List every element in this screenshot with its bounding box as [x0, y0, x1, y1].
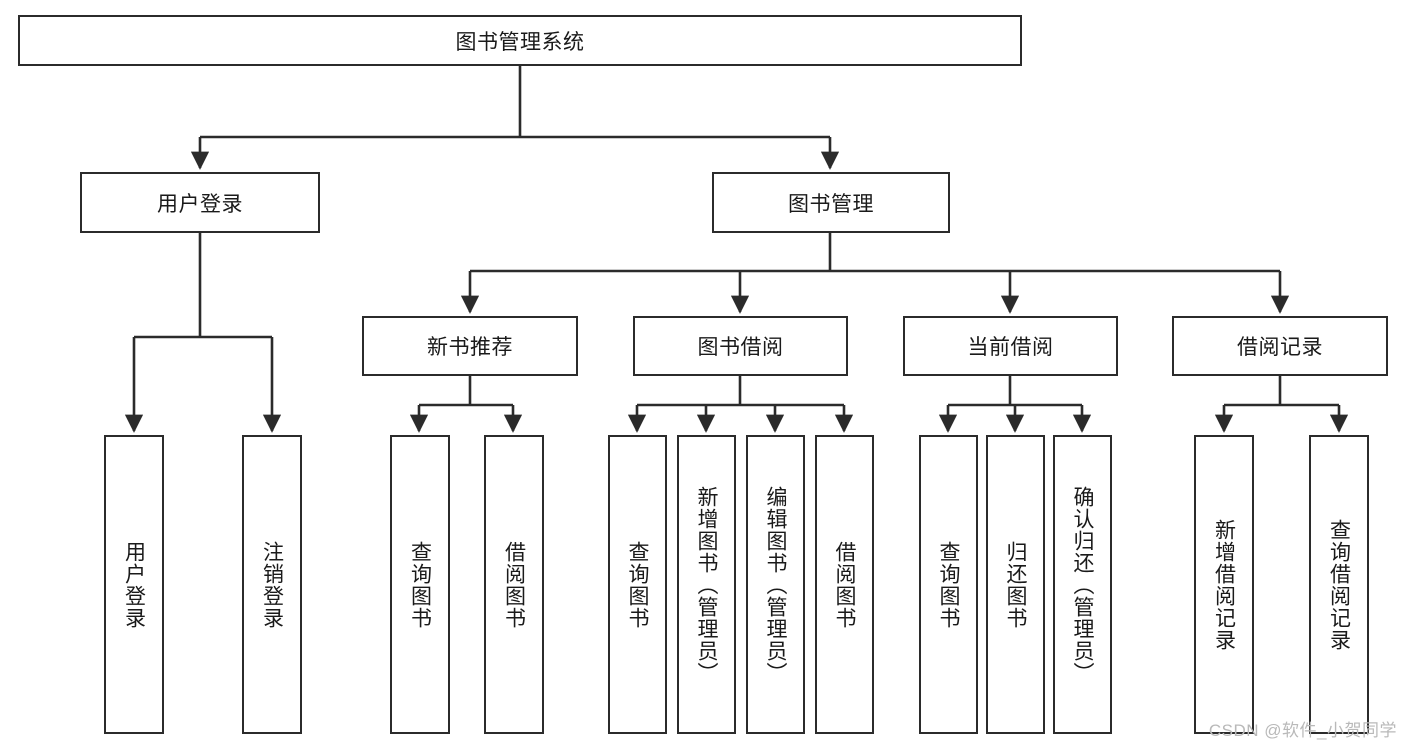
node-leaf-borrow-book-1-label: 借阅图书: [502, 540, 526, 629]
node-leaf-return-book-label: 归还图书: [1004, 540, 1027, 629]
node-current-borrow-label: 当前借阅: [967, 336, 1054, 359]
node-leaf-add-book-label: 新增图书（管理员）: [695, 485, 718, 684]
node-book-manage-label: 图书管理: [788, 192, 874, 216]
watermark: CSDN @软件_小贺同学: [1208, 721, 1397, 740]
node-leaf-query-book-1-label: 查询图书: [408, 540, 432, 629]
node-leaf-user-login-label: 用户登录: [122, 540, 146, 629]
node-leaf-query-book-2[interactable]: 查询图书: [608, 435, 667, 734]
node-leaf-edit-book[interactable]: 编辑图书（管理员）: [746, 435, 805, 734]
node-leaf-query-book-3[interactable]: 查询图书: [919, 435, 978, 734]
node-leaf-query-book-2-label: 查询图书: [626, 540, 649, 629]
node-new-book-recommend[interactable]: 新书推荐: [362, 316, 578, 376]
node-leaf-add-record-label: 新增借阅记录: [1212, 518, 1236, 651]
node-leaf-query-record-label: 查询借阅记录: [1327, 518, 1351, 651]
node-book-borrow[interactable]: 图书借阅: [633, 316, 848, 376]
node-root-label: 图书管理系统: [455, 30, 585, 54]
node-leaf-query-book-3-label: 查询图书: [937, 540, 960, 629]
node-borrow-record-label: 借阅记录: [1237, 336, 1323, 359]
node-leaf-user-logout-label: 注销登录: [260, 540, 284, 629]
node-leaf-borrow-book-2[interactable]: 借阅图书: [815, 435, 874, 734]
node-leaf-add-book[interactable]: 新增图书（管理员）: [677, 435, 736, 734]
node-leaf-borrow-book-2-label: 借阅图书: [833, 540, 856, 629]
node-leaf-query-book-1[interactable]: 查询图书: [390, 435, 450, 734]
node-leaf-confirm-return[interactable]: 确认归还（管理员）: [1053, 435, 1112, 734]
node-root[interactable]: 图书管理系统: [18, 15, 1022, 66]
node-leaf-borrow-book-1[interactable]: 借阅图书: [484, 435, 544, 734]
node-borrow-record[interactable]: 借阅记录: [1172, 316, 1388, 376]
node-leaf-query-record[interactable]: 查询借阅记录: [1309, 435, 1369, 734]
node-book-manage[interactable]: 图书管理: [712, 172, 950, 233]
node-new-book-recommend-label: 新书推荐: [427, 336, 513, 359]
node-user-login-label: 用户登录: [157, 192, 243, 216]
node-leaf-add-record[interactable]: 新增借阅记录: [1194, 435, 1254, 734]
node-leaf-user-logout[interactable]: 注销登录: [242, 435, 302, 734]
node-leaf-edit-book-label: 编辑图书（管理员）: [764, 485, 787, 684]
node-book-borrow-label: 图书借阅: [697, 336, 784, 359]
node-user-login[interactable]: 用户登录: [80, 172, 320, 233]
node-leaf-return-book[interactable]: 归还图书: [986, 435, 1045, 734]
node-current-borrow[interactable]: 当前借阅: [903, 316, 1118, 376]
node-leaf-user-login[interactable]: 用户登录: [104, 435, 164, 734]
node-leaf-confirm-return-label: 确认归还（管理员）: [1071, 485, 1094, 684]
